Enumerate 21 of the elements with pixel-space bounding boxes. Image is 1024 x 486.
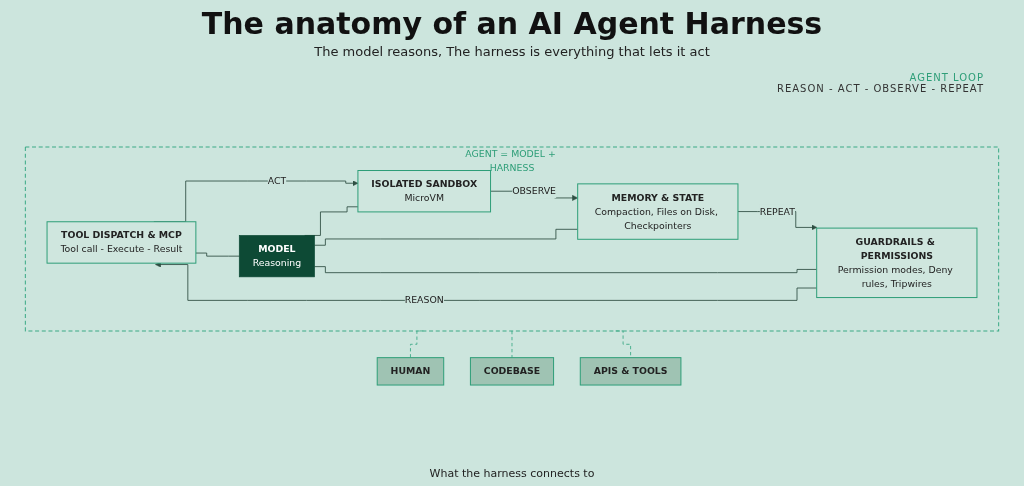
node-box: ISOLATED SANDBOX MicroVM bbox=[357, 170, 492, 213]
title: The anatomy of an AI Agent Harness bbox=[201, 6, 823, 41]
node-box: TOOL DISPATCH & MCP Tool call - Execute - Result bbox=[46, 221, 197, 264]
connector bbox=[195, 252, 240, 257]
node-box: MODEL Reasoning bbox=[238, 235, 315, 278]
node-box: CODEBASE bbox=[469, 357, 555, 386]
caption: What the harness connects to bbox=[428, 467, 596, 480]
edge-label: ACT bbox=[267, 175, 287, 187]
loop-heading: AGENT LOOP bbox=[908, 72, 984, 83]
edge-label: REPEAT bbox=[759, 205, 795, 217]
node-box: APIS & TOOLS bbox=[579, 357, 682, 386]
connector bbox=[314, 266, 818, 274]
connector bbox=[615, 330, 632, 359]
edge-label: REASON bbox=[404, 294, 444, 306]
node-box: MEMORY & STATE Compaction, Files on Disk, Checkpointers bbox=[577, 183, 739, 240]
subtitle: The model reasons, The harness is everything that lets it act bbox=[314, 44, 710, 59]
connector bbox=[314, 228, 579, 246]
node-box: HUMAN bbox=[376, 357, 445, 386]
edge-label: OBSERVE bbox=[512, 185, 556, 197]
node-box: GUARDRAILS & PERMISSIONS Permission modes, Deny rules, Tripwires bbox=[816, 227, 978, 299]
loop-steps: REASON - ACT - OBSERVE - REPEAT bbox=[776, 83, 984, 94]
